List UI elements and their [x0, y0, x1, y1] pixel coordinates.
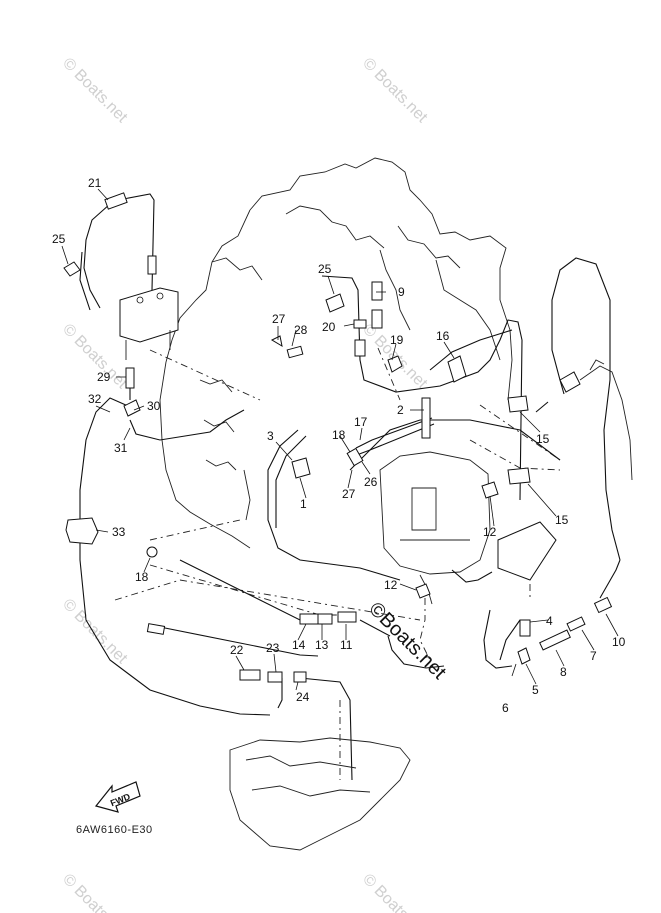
right-side-sketch [579, 359, 633, 481]
callout-30: 30 [147, 399, 161, 413]
callout-12-bottom: 12 [384, 578, 398, 592]
watermark-top-left: © Boats.net [59, 55, 131, 127]
callout-25-top: 25 [318, 262, 332, 276]
callout-20: 20 [322, 320, 336, 334]
callout-25-left: 25 [52, 232, 66, 246]
watermark-center: ©Boats.net [364, 598, 450, 684]
leader-lines [61, 188, 619, 691]
callout-28: 28 [294, 323, 308, 337]
callout-18-mid: 18 [332, 428, 346, 442]
callout-9: 9 [398, 285, 405, 299]
callout-33: 33 [112, 525, 126, 539]
callout-16: 16 [436, 329, 450, 343]
callout-1: 1 [300, 497, 307, 511]
callouts: 1 2 3 4 5 6 7 8 9 10 11 12 12 13 14 15 1… [52, 176, 626, 715]
callout-12-right: 12 [483, 525, 497, 539]
callout-21: 21 [88, 176, 102, 190]
callout-18-left: 18 [135, 570, 149, 584]
callout-22: 22 [230, 643, 244, 657]
fuel-fittings [63, 192, 613, 683]
callout-29: 29 [97, 370, 111, 384]
lower-unit-outline [229, 737, 411, 851]
watermark-bottom-left: © Boats.net [59, 871, 131, 913]
callout-23: 23 [266, 641, 280, 655]
callout-24: 24 [296, 690, 310, 704]
callout-8: 8 [560, 665, 567, 679]
callout-13: 13 [315, 638, 329, 652]
callout-27-top: 27 [272, 312, 286, 326]
callout-32: 32 [88, 392, 102, 406]
diagram-code: 6AW6160-E30 [76, 824, 153, 836]
callout-10: 10 [612, 635, 626, 649]
fwd-arrow-icon: FWD [94, 781, 141, 813]
callout-2: 2 [397, 403, 404, 417]
fuel-filter-upper [119, 287, 179, 360]
callout-17: 17 [354, 415, 368, 429]
callout-19: 19 [390, 333, 404, 347]
callout-6: 6 [502, 701, 509, 715]
callout-14: 14 [292, 638, 306, 652]
callout-15-upper: 15 [536, 432, 550, 446]
callout-15-lower: 15 [555, 513, 569, 527]
callout-5: 5 [532, 683, 539, 697]
watermark-top-right: © Boats.net [359, 55, 431, 127]
engine-block-outline [159, 157, 513, 605]
callout-31: 31 [114, 441, 128, 455]
callout-27-mid: 27 [342, 487, 356, 501]
callout-26: 26 [364, 475, 378, 489]
callout-11: 11 [340, 638, 353, 652]
callout-7: 7 [590, 649, 597, 663]
watermark-bottom-right: © Boats.net [359, 871, 431, 913]
watermark-low-left: © Boats.net [59, 596, 131, 668]
watermarks: © Boats.net © Boats.net © Boats.net © Bo… [59, 55, 450, 913]
callout-4: 4 [546, 614, 553, 628]
callout-3: 3 [267, 429, 274, 443]
reference-lines [114, 347, 561, 780]
